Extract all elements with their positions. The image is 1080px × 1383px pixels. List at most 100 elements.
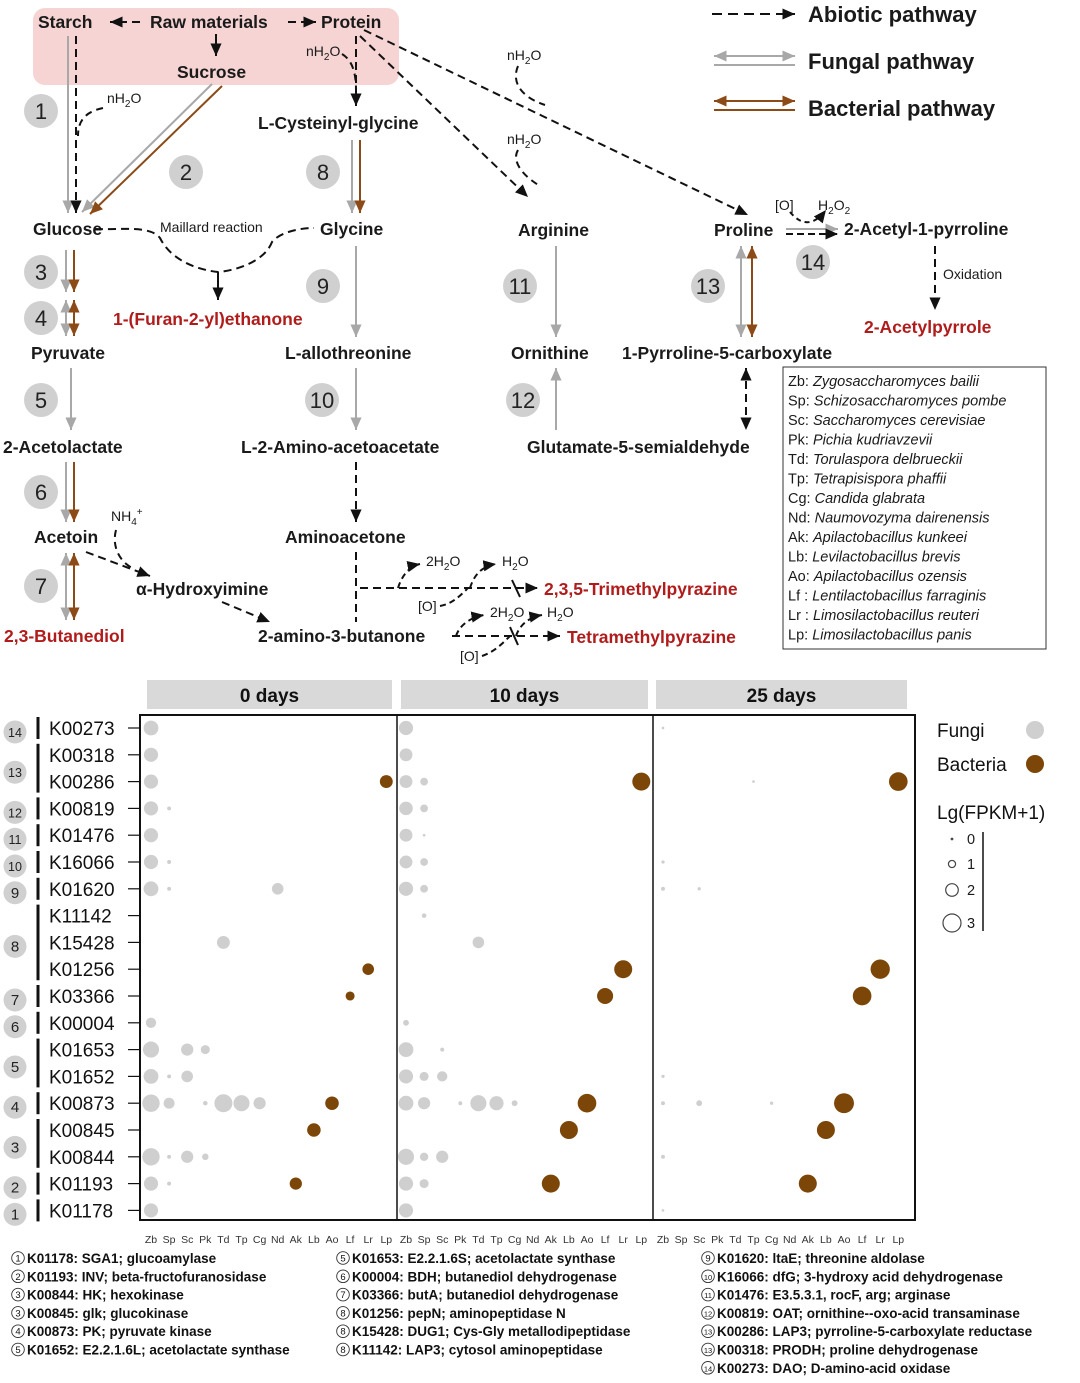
enzyme-number: 8 xyxy=(340,1308,345,1319)
species-abbr: Ak: xyxy=(788,530,813,546)
bubble xyxy=(143,854,159,870)
x-tick-label: Lr xyxy=(876,1234,886,1246)
bubble xyxy=(143,828,159,843)
enzyme-number-circle xyxy=(336,1306,350,1320)
bubble xyxy=(577,1093,597,1113)
x-tick-label: Ao xyxy=(838,1234,851,1246)
x-tick-label: Sc xyxy=(436,1234,448,1246)
bubble xyxy=(399,748,413,762)
step-circle-2 xyxy=(169,155,203,189)
x-tick-label: Lb xyxy=(563,1234,575,1246)
enzyme-number: 8 xyxy=(340,1345,345,1356)
species-abbr: Lb: xyxy=(788,550,812,566)
step-circle-6 xyxy=(24,475,58,509)
bubble xyxy=(417,1097,431,1110)
water-label-6: H2O xyxy=(547,604,574,624)
water-label-5: H2O xyxy=(502,553,529,573)
group-step-circle xyxy=(3,1202,27,1226)
x-tick-label: Lf xyxy=(858,1234,867,1246)
x-tick-label: Pk xyxy=(711,1234,724,1246)
bubble xyxy=(200,1045,210,1055)
group-step-number: 4 xyxy=(11,1099,19,1116)
pathway-legend: Abiotic pathway Fungal pathway Bacterial… xyxy=(712,2,996,121)
step-number-2: 2 xyxy=(180,160,192,185)
bubble xyxy=(696,1100,703,1107)
bubble xyxy=(420,804,428,813)
bubble xyxy=(661,1101,665,1106)
row-label: K01178 xyxy=(49,1201,113,1222)
peroxide-label: H2O2 xyxy=(818,197,851,217)
step-circle-3 xyxy=(24,255,58,289)
group-step-number: 2 xyxy=(11,1180,19,1197)
species-name: Zygosaccharomyces bailii xyxy=(812,374,980,390)
arrow-water-3 xyxy=(514,65,546,106)
row-label: K01620 xyxy=(49,880,115,901)
species-entry: Lr : Limosilactobacillus reuteri xyxy=(788,608,980,624)
x-tick-label: Zb xyxy=(145,1234,157,1246)
bubble xyxy=(325,1096,339,1110)
group-step-number: 12 xyxy=(8,806,22,820)
arrow-water-4 xyxy=(515,149,541,187)
size-legend-value: 2 xyxy=(967,883,975,899)
step-circle-11 xyxy=(503,269,537,303)
bubble xyxy=(307,1123,321,1137)
x-tick-label: Sc xyxy=(693,1234,705,1246)
bubble xyxy=(399,855,413,869)
enzyme-number-circle xyxy=(701,1269,715,1284)
bubble xyxy=(661,1209,665,1212)
species-name: Saccharomyces cerevisiae xyxy=(813,413,985,429)
species-abbr: Zb: xyxy=(788,374,813,390)
x-tick-label: Lp xyxy=(892,1234,904,1246)
step-number-9: 9 xyxy=(317,274,329,299)
bubble xyxy=(420,858,428,866)
species-name: Pichia kudriavzevii xyxy=(813,433,933,449)
bubble xyxy=(399,801,413,816)
enzyme-number: 7 xyxy=(340,1290,345,1301)
step-circle-7 xyxy=(24,569,58,603)
bubble xyxy=(419,1179,429,1189)
bubble xyxy=(834,1093,854,1114)
water-2-label-2: 2H2O xyxy=(490,604,524,624)
enzyme-entry: K01178: SGA1; glucoamylase xyxy=(27,1251,217,1266)
node-furanyl-ethanone: 1-(Furan-2-yl)ethanone xyxy=(113,309,303,329)
size-legend-circle xyxy=(947,859,957,869)
x-tick-label: Sp xyxy=(163,1234,176,1246)
x-tick-label: Lr xyxy=(619,1234,629,1246)
node-2-acetylpyrrole: 2-Acetylpyrrole xyxy=(864,317,992,337)
step-circle-14 xyxy=(796,245,830,279)
enzyme-number-circle xyxy=(701,1342,715,1357)
species-name: Schizosaccharomyces pombe xyxy=(814,394,1007,410)
size-legend-value: 0 xyxy=(967,832,975,848)
group-step-number: 3 xyxy=(11,1139,19,1156)
group-step-number: 7 xyxy=(11,992,19,1009)
bubble xyxy=(142,1094,160,1112)
bubble xyxy=(271,883,284,895)
bubble xyxy=(661,886,665,891)
step-number-1: 1 xyxy=(35,99,47,124)
node-sucrose: Sucrose xyxy=(177,62,246,82)
bubble xyxy=(632,772,651,791)
group-step-number: 9 xyxy=(11,885,19,902)
species-entry: Tp: Tetrapisispora phaffii xyxy=(788,472,947,488)
step-number-7: 7 xyxy=(35,574,47,599)
x-tick-label: Lf xyxy=(601,1234,610,1246)
bubble xyxy=(163,1097,175,1109)
bubble xyxy=(145,1017,157,1028)
group-step-number: 11 xyxy=(9,833,22,847)
arrow-water-1 xyxy=(77,107,104,137)
x-tick-label: Sc xyxy=(181,1234,193,1246)
oxygen-label-proline: [O] xyxy=(775,197,794,213)
water-label-3: nH2O xyxy=(507,47,541,67)
species-entry: Nd: Naumovozyma dairenensis xyxy=(788,511,989,527)
species-name: Limosilactobacillus panis xyxy=(812,628,972,644)
bubble xyxy=(167,860,172,864)
bubble xyxy=(214,1094,233,1113)
slash-1 xyxy=(511,579,521,598)
group-step-number: 10 xyxy=(8,860,22,874)
enzyme-number-circle xyxy=(701,1306,715,1320)
x-tick-label: Sp xyxy=(675,1234,688,1246)
species-name: Naumovozyma dairenensis xyxy=(815,511,990,527)
step-number-4: 4 xyxy=(35,306,47,331)
